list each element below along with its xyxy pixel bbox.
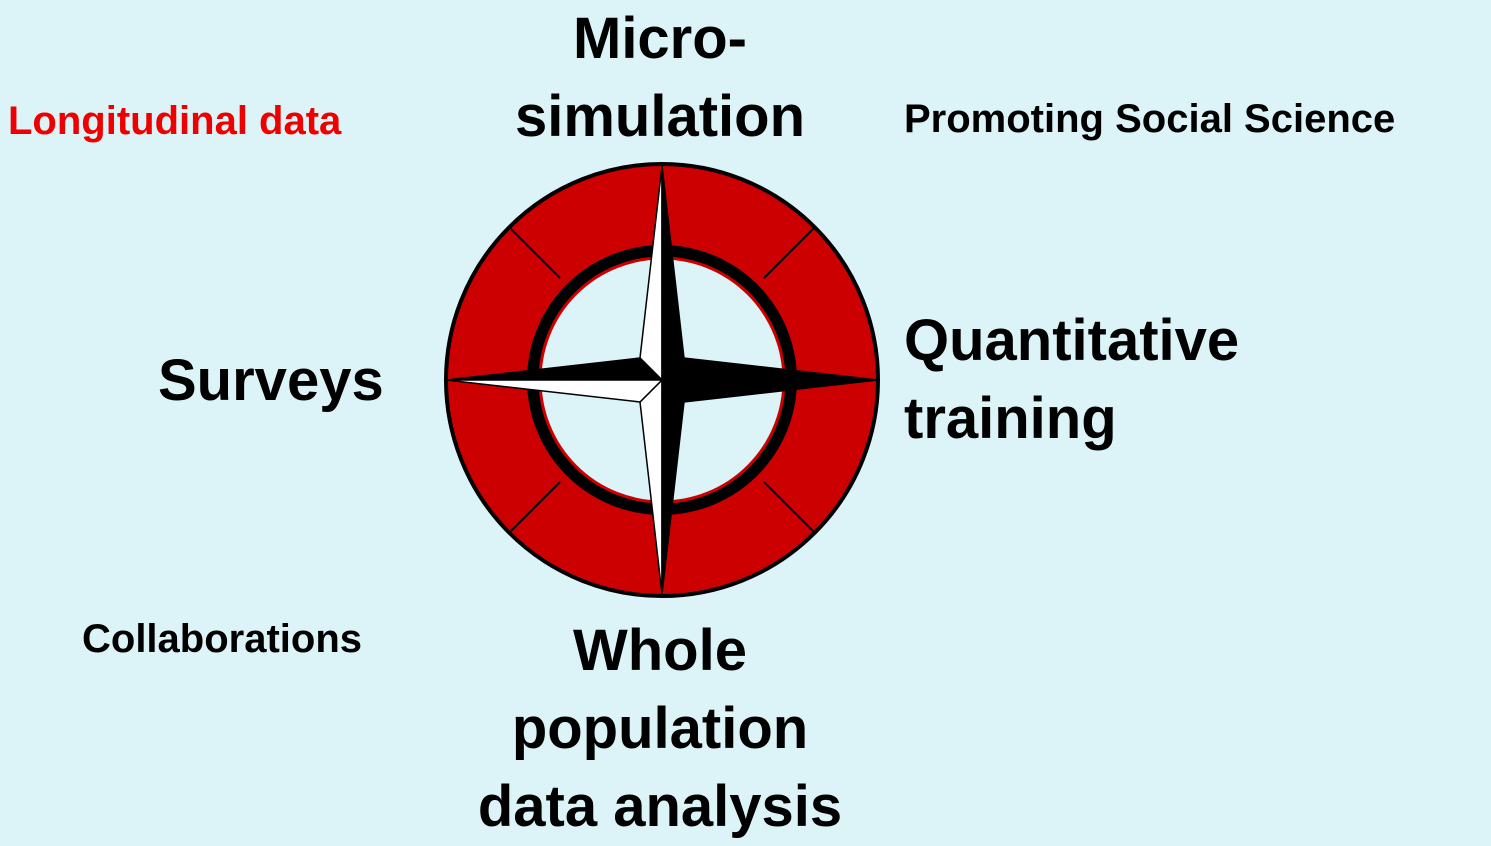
compass-label-bottom: Whole population data analysis	[440, 612, 880, 846]
compass-label-right-line-2: training	[904, 386, 1117, 451]
corner-label-top-left: Longitudinal data	[8, 99, 342, 143]
compass-label-top: Micro- simulation	[480, 0, 840, 156]
compass-label-bottom-line-3: data analysis	[477, 774, 843, 839]
compass-label-left: Surveys	[158, 348, 384, 413]
compass-label-bottom-line-1: Whole	[573, 618, 747, 683]
compass-label-right-line-1: Quantitative	[904, 308, 1240, 373]
compass-label-top-line-1: Micro-	[573, 6, 747, 71]
compass-label-right: Quantitative training	[904, 302, 1239, 458]
compass-star	[445, 165, 879, 595]
compass-rose-icon	[444, 162, 880, 598]
corner-label-bottom-left: Collaborations	[82, 617, 363, 661]
compass-label-top-line-2: simulation	[514, 84, 806, 149]
compass-label-bottom-line-2: population	[511, 696, 809, 761]
corner-label-top-right: Promoting Social Science	[904, 97, 1396, 141]
compass-dividers	[508, 226, 816, 534]
